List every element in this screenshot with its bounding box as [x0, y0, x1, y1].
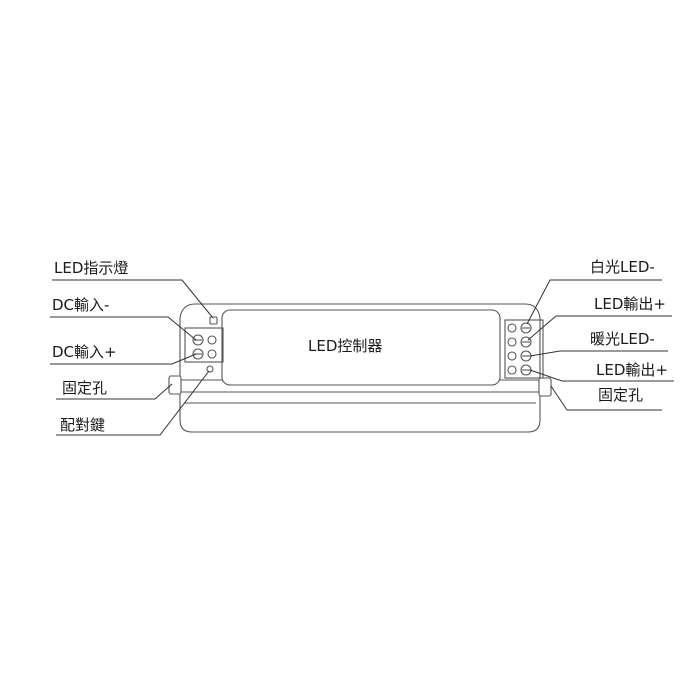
mount-tab-right: [538, 377, 552, 397]
leader-led-indicator: [52, 279, 214, 319]
leader-dc-in-minus: [50, 316, 197, 341]
led-out-plus-1-screw: [520, 336, 532, 348]
label-led-out-plus-1: LED輸出+: [594, 295, 666, 313]
dc-in-minus-screw: [192, 334, 204, 346]
white-led-minus-screw: [520, 322, 532, 334]
dc-in-plus-screw: [192, 348, 204, 360]
controller-housing: [168, 303, 552, 433]
leader-dc-in-plus: [50, 353, 197, 365]
label-mount-hole-right: 固定孔: [598, 386, 643, 404]
dc-input-terminal-block: [184, 316, 224, 373]
controller-title: LED控制器: [308, 337, 382, 355]
leader-pair-key: [56, 370, 210, 436]
label-panel: [221, 309, 501, 386]
leader-white-led-minus: [526, 279, 662, 325]
label-dc-in-plus: DC輸入+: [52, 343, 117, 361]
leader-mount-hole-left: [56, 383, 173, 400]
label-led-indicator: LED指示燈: [54, 259, 128, 277]
leader-led-out-plus-1: [527, 315, 672, 341]
label-mount-hole-left: 固定孔: [62, 379, 107, 397]
led-indicator-light: [209, 316, 218, 325]
label-dc-in-minus: DC輸入-: [52, 296, 109, 314]
mount-tab-left: [168, 375, 182, 395]
label-pair-key: 配對鍵: [60, 416, 105, 434]
leader-led-out-plus-2: [529, 369, 674, 382]
pair-key-button: [206, 365, 214, 373]
label-warm-led-minus: 暖光LED-: [590, 330, 655, 348]
label-white-led-minus: 白光LED-: [590, 258, 655, 276]
leader-warm-led-minus: [529, 350, 668, 357]
label-led-out-plus-2: LED輸出+: [596, 361, 668, 379]
leader-mount-hole-right: [550, 385, 662, 411]
